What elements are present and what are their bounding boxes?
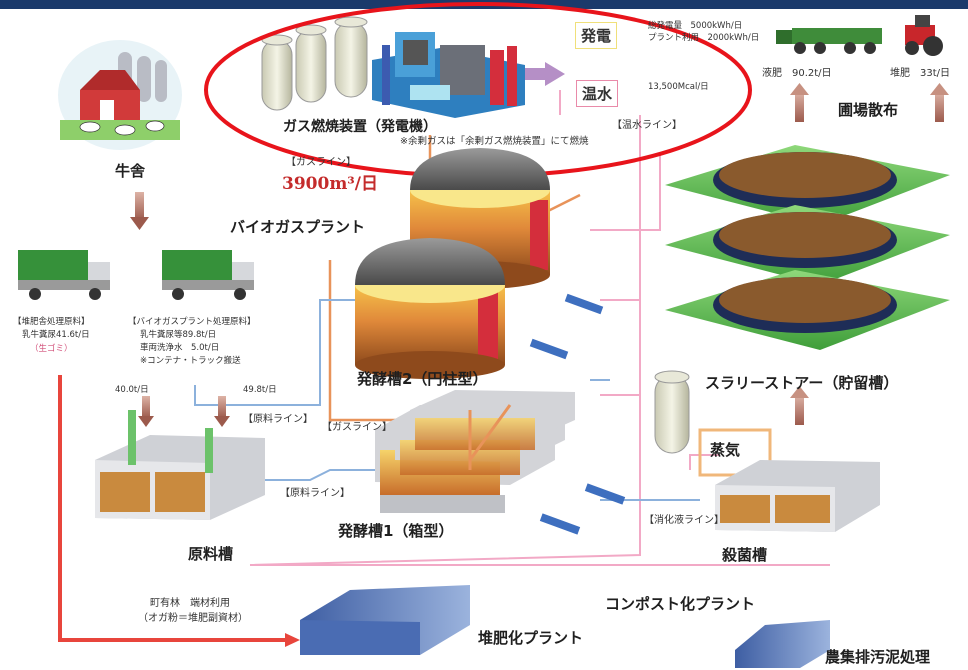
biogas-truck-icon	[162, 250, 254, 300]
gas-tanks	[261, 16, 368, 111]
compost-facility-label: 堆肥化プラント	[478, 629, 584, 647]
liquid-fertilizer-truck-icon	[776, 28, 882, 54]
hot-water-box: 温水	[576, 80, 619, 107]
tractor-icon	[905, 15, 943, 56]
plant-material-l3: 車両洗浄水 5.0t/日	[140, 343, 220, 353]
plant-material-l2: 乳牛糞尿等89.8t/日	[140, 330, 217, 340]
digester-1-box	[375, 390, 575, 513]
raw-tank-label: 原料槽	[188, 545, 234, 563]
barn-arrow	[135, 192, 144, 220]
sludge-label: 農集排汚泥処理	[825, 648, 931, 666]
flow-amount-2: 49.8t/日	[243, 385, 277, 395]
gas-line-label-2: 【ガスライン】	[322, 422, 392, 433]
steam-silo	[654, 370, 690, 454]
forest-line2: （オガ粉＝堆肥副資材）	[138, 613, 248, 624]
steam-label: 蒸気	[710, 441, 741, 459]
plant-material-l1: 【バイオガスプラント処理原料】	[128, 317, 256, 327]
generator-machine	[372, 32, 525, 118]
plant-material-l4: ※コンテナ・トラック搬送	[140, 356, 241, 366]
flow-amount-1: 40.0t/日	[115, 385, 149, 395]
slurry-arrow	[795, 395, 804, 425]
field-spread-label: 圃場散布	[838, 101, 899, 119]
barn-label: 牛舎	[115, 162, 146, 180]
compost-red-line	[58, 375, 288, 642]
sludge-facility-building	[735, 620, 830, 668]
compost-material-l2: 乳牛糞尿41.6t/日	[22, 330, 90, 340]
pumps	[529, 293, 626, 535]
slurry-storage-tanks	[665, 145, 950, 350]
hot-water-value: 13,500Mcal/日	[648, 82, 709, 92]
hot-water-lines	[249, 90, 830, 566]
compost-facility-building	[300, 585, 470, 655]
liquid-fertilizer-label: 液肥 90.2t/日	[762, 68, 832, 79]
flow-arrow-2	[218, 396, 226, 418]
tank2-label: 発酵槽2（円柱型）	[357, 370, 488, 388]
power-box: 発電	[575, 22, 618, 49]
tank1-label: 発酵槽1（箱型）	[338, 522, 454, 540]
gas-device-label: ガス燃焼装置（発電機）	[283, 119, 437, 135]
digester-2-front	[355, 238, 505, 379]
biogas-plant-label: バイオガスプラント	[230, 218, 366, 236]
compost-material-l1: 【堆肥舎処理原料】	[13, 317, 90, 327]
barn-illustration	[58, 40, 182, 150]
raw-line-label-2: 【原料ライン】	[280, 488, 350, 499]
raw-material-tank	[95, 410, 265, 520]
hot-water-line-label: 【温水ライン】	[612, 120, 682, 131]
power-plant-use: プラント利用 2000kWh/日	[648, 33, 760, 43]
compost-material-l3: （生ゴミ）	[30, 344, 73, 354]
sterilization-tank	[715, 460, 880, 532]
compost-amount-label: 堆肥 33t/日	[890, 68, 951, 79]
gas-amount: 3900m³/日	[282, 174, 378, 194]
digestion-line-label: 【消化液ライン】	[644, 515, 724, 526]
gas-line-label: 【ガスライン】	[286, 157, 356, 168]
slurry-store-label: スラリーストアー（貯留槽）	[705, 374, 899, 392]
field-arrow-2	[935, 92, 944, 122]
flow-arrow-1	[142, 396, 150, 418]
power-total: 総発電量 5000kWh/日	[648, 21, 743, 31]
arrow-to-power	[525, 62, 565, 86]
raw-line-label-1: 【原料ライン】	[243, 414, 313, 425]
gas-device-note: ※余剰ガスは「余剰ガス燃焼装置」にて燃焼	[400, 136, 589, 147]
field-arrow-1	[795, 92, 804, 122]
forest-line1: 町有林 端材利用	[150, 598, 230, 609]
compost-plant-label: コンポスト化プラント	[605, 595, 756, 613]
compost-truck-icon	[18, 250, 110, 300]
sterilize-tank-label: 殺菌槽	[722, 546, 768, 564]
